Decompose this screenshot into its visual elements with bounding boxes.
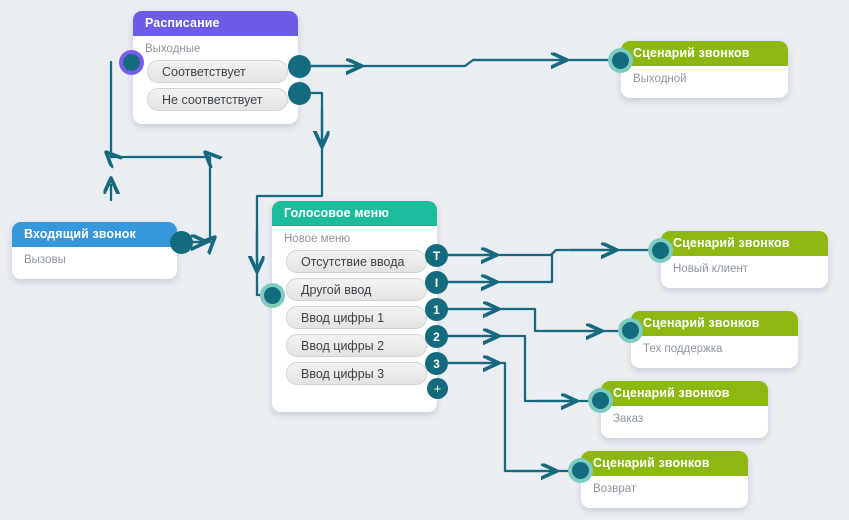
port-label-matches: Соответствует — [162, 64, 246, 79]
edge-match-to-dayoff — [308, 58, 622, 68]
port-row-digit-2[interactable]: Ввод цифры 2 — [286, 334, 427, 357]
node-scenario-support-subtitle: Тех поддержка — [643, 343, 723, 355]
node-incoming-call[interactable]: Входящий звонок Вызовы — [12, 222, 177, 279]
node-incoming-call-title: Входящий звонок — [12, 222, 177, 247]
port-voice-menu-digit-3-output[interactable]: 3 — [425, 352, 448, 375]
node-scenario-dayoff-title: Сценарий звонков — [621, 41, 788, 66]
port-row-other-input[interactable]: Другой ввод — [286, 278, 427, 301]
port-label-no-input: Отсутствие ввода — [301, 254, 405, 269]
port-scenario-dayoff-input[interactable] — [612, 52, 629, 69]
node-scenario-dayoff-subtitle: Выходной — [633, 73, 687, 85]
port-scenario-newclient-input[interactable] — [652, 242, 669, 259]
node-scenario-order[interactable]: Сценарий звонков Заказ — [601, 381, 768, 438]
node-voice-menu-ports: Отсутствие ввода Другой ввод Ввод цифры … — [272, 250, 437, 412]
node-scenario-support-title: Сценарий звонков — [631, 311, 798, 336]
port-row-matches[interactable]: Соответствует — [147, 60, 288, 83]
node-scenario-support[interactable]: Сценарий звонков Тех поддержка — [631, 311, 798, 368]
port-incoming-call-output[interactable] — [170, 231, 193, 254]
node-voice-menu[interactable]: Голосовое меню Новое меню Отсутствие вво… — [272, 201, 437, 412]
node-scenario-dayoff[interactable]: Сценарий звонков Выходной — [621, 41, 788, 98]
port-row-no-input[interactable]: Отсутствие ввода — [286, 250, 427, 273]
port-schedule-not-matches-output[interactable] — [288, 82, 311, 105]
node-incoming-call-subtitle: Вызовы — [24, 254, 66, 266]
port-voice-menu-other-input-output[interactable]: I — [425, 271, 448, 294]
port-schedule-matches-output[interactable] — [288, 55, 311, 78]
port-row-digit-3[interactable]: Ввод цифры 3 — [286, 362, 427, 385]
port-label-other-input: Другой ввод — [301, 282, 372, 297]
node-scenario-newclient[interactable]: Сценарий звонков Новый клиент — [661, 231, 828, 288]
port-voice-menu-digit-2-output[interactable]: 2 — [425, 325, 448, 348]
port-scenario-return-input[interactable] — [572, 462, 589, 479]
port-schedule-input[interactable] — [123, 54, 140, 71]
port-voice-menu-digit-1-output[interactable]: 1 — [425, 298, 448, 321]
add-port-button[interactable]: + — [427, 378, 448, 399]
port-label-digit-2: Ввод цифры 2 — [301, 338, 385, 353]
port-label-digit-3: Ввод цифры 3 — [301, 366, 385, 381]
node-scenario-newclient-title: Сценарий звонков — [661, 231, 828, 256]
port-voice-menu-no-input-output[interactable]: T — [425, 244, 448, 267]
edge-1-to-support — [445, 307, 632, 333]
node-scenario-return-title: Сценарий звонков — [581, 451, 748, 476]
node-scenario-order-subtitle: Заказ — [613, 413, 644, 425]
port-voice-menu-input[interactable] — [264, 287, 281, 304]
port-row-not-matches[interactable]: Не соответствует — [147, 88, 288, 111]
port-label-digit-1: Ввод цифры 1 — [301, 310, 385, 325]
port-scenario-order-input[interactable] — [592, 392, 609, 409]
node-scenario-newclient-subtitle: Новый клиент — [673, 263, 749, 275]
port-row-digit-1[interactable]: Ввод цифры 1 — [286, 306, 427, 329]
node-schedule[interactable]: Расписание Выходные Соответствует Не соо… — [133, 11, 298, 124]
node-schedule-subtitle: Выходные — [145, 43, 201, 55]
node-voice-menu-subtitle: Новое меню — [284, 233, 350, 245]
node-voice-menu-title: Голосовое меню — [272, 201, 437, 226]
edge-3-to-return — [445, 361, 582, 473]
node-schedule-title: Расписание — [133, 11, 298, 36]
node-scenario-order-title: Сценарий звонков — [601, 381, 768, 406]
node-scenario-return-subtitle: Возврат — [593, 483, 637, 495]
node-schedule-ports: Соответствует Не соответствует — [133, 60, 298, 124]
edge-2-to-order — [445, 334, 602, 403]
port-scenario-support-input[interactable] — [622, 322, 639, 339]
port-label-not-matches: Не соответствует — [162, 92, 263, 107]
edge-T-to-newclient — [445, 248, 662, 257]
edge-I-to-newclient — [445, 253, 554, 284]
node-scenario-return[interactable]: Сценарий звонков Возврат — [581, 451, 748, 508]
